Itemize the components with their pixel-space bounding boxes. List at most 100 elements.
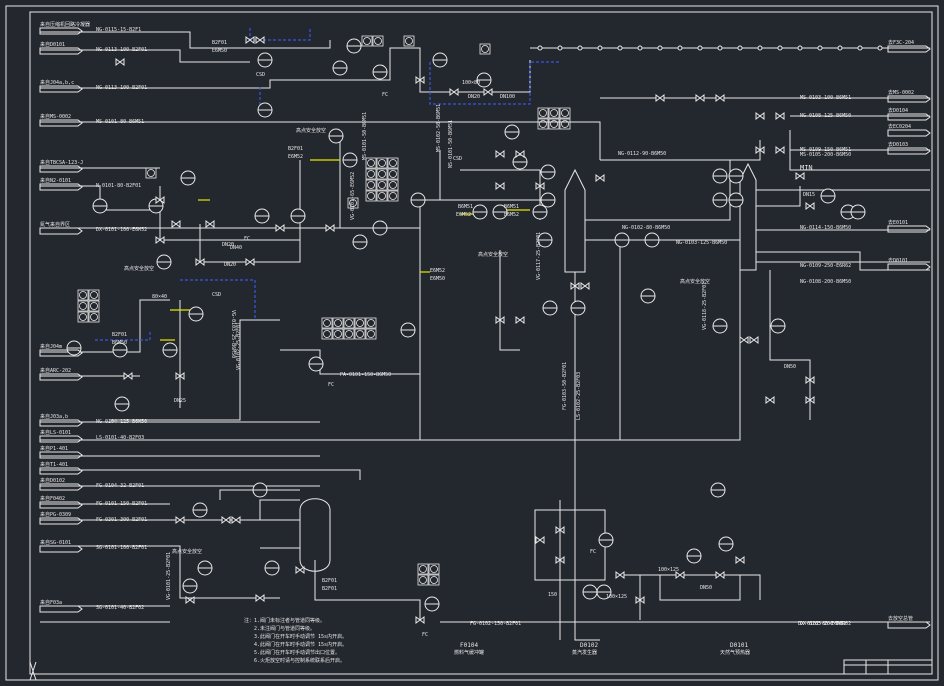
instrument-bubble (156, 254, 172, 270)
valve (535, 536, 545, 544)
control-panel (403, 35, 415, 47)
equipment-tag: D0101 (730, 642, 748, 649)
spec-break: B2F01 (212, 40, 227, 46)
control-panel (321, 317, 377, 340)
control-panel (479, 43, 491, 55)
connector-source: 来自压缩机回路冷凝器 (40, 21, 90, 28)
size-label: 150 (548, 592, 557, 598)
connector-source: 来自P1-401 (40, 445, 68, 452)
instrument-bubble (712, 318, 728, 334)
instrument-bubble (352, 234, 368, 250)
connector-source: 来自LS-0101 (40, 429, 71, 436)
size-label: DN50 (700, 585, 712, 591)
high-point-vents: 高点安全放空 高点安全放空 高点安全放空 高点安全放空 高点安全放空 (124, 127, 710, 555)
min-label: MIN (800, 164, 813, 172)
connector-source: 来自PG-0309 (40, 511, 71, 518)
instrument-bubble (162, 342, 178, 358)
instrument-bubble (820, 188, 836, 204)
connector-source: 来自J04m (40, 343, 62, 350)
valve (675, 571, 685, 579)
header-node (757, 45, 763, 51)
valve (795, 172, 805, 180)
line-label: FG-0103-50-B2F01 (562, 362, 568, 410)
instrument-bubble (540, 164, 556, 180)
vent-note: 高点安全放空 (680, 278, 710, 285)
instrument-bubble (570, 300, 586, 316)
line-number: FG-0101-150-B2F01 (96, 501, 147, 507)
instrument-bubble (476, 72, 492, 88)
line-number: FG-0301-300-B2F01 (96, 517, 147, 523)
line-label: NG-0102-80-B6M50 (622, 225, 670, 231)
connector-source: 来自J04a,b,c (40, 79, 74, 86)
instrument-bubble (492, 204, 508, 220)
valve (155, 196, 165, 204)
valve (415, 616, 425, 624)
instrument-bubble (264, 560, 280, 576)
line-labels: NG-0112-90-B6M50 NG-0102-80-B6M50 NG-010… (166, 104, 851, 627)
header-node (557, 45, 563, 51)
instrument-bubble (332, 60, 348, 76)
header-node (637, 45, 643, 51)
header-node (837, 45, 843, 51)
equipment-tag: D0102 (580, 642, 598, 649)
valve (805, 202, 815, 210)
valve (805, 396, 815, 404)
line-number: MS-0109-150-B6M51 (800, 147, 851, 153)
instrument-bubble (254, 208, 270, 224)
instrument-bubbles (66, 38, 866, 612)
valve (765, 396, 775, 404)
connector-source: 来自MS-0002 (40, 113, 71, 120)
connector-target: 去D0101 (888, 257, 908, 264)
connector-source: 来自ARC-202 (40, 367, 71, 374)
line-label: VG-0103-25-B6M50 (230, 310, 236, 358)
valves (115, 36, 815, 624)
connector-target: 去F3C-204 (888, 39, 914, 46)
instrument-bubble (537, 232, 553, 248)
connector-target: 去EC0204 (888, 123, 911, 130)
connector-source: 来自J03a,b (40, 413, 68, 420)
connector-source: 来自T1-401 (40, 461, 68, 468)
line-label: MS-0102-50-B6M51 (436, 104, 442, 152)
size-label: DN25 (174, 398, 186, 404)
connector-source: 氮气来自界区 (40, 221, 70, 228)
header-node (817, 45, 823, 51)
instrument-bubble (540, 192, 556, 208)
line-number: NG-0104-125-B6M50 (96, 419, 147, 425)
valve (655, 94, 665, 102)
size-labels: DN20 DN40 DN20 DN25 DN15 DN50 DN50 DN100… (152, 80, 815, 600)
valve (255, 36, 265, 44)
line-number: N-0101-80-B2F01 (96, 183, 141, 189)
offpage-connector-right: 去EC0204 (887, 123, 931, 137)
spec-break: B2F01 (288, 146, 303, 152)
valve (115, 58, 125, 66)
fc-label: FC (422, 632, 428, 638)
instrument-bubble (640, 288, 656, 304)
line-number: NG-0113-100-B2F01 (96, 85, 147, 91)
valve (415, 76, 425, 84)
spec-break: E6M50 (212, 48, 227, 54)
header-node (577, 45, 583, 51)
instrument-bubble (718, 536, 734, 552)
instrument-bubble (710, 482, 726, 498)
instrument-bubble (372, 220, 388, 236)
line-number: SG-0101-100-B2F01 (96, 545, 147, 551)
signal-lines (95, 28, 560, 341)
vent-note: 高点安全放空 (172, 548, 202, 555)
spec-break: E6M50 (430, 276, 445, 282)
header-node (877, 45, 883, 51)
valve (580, 282, 590, 290)
size-label: DN20 (224, 262, 236, 268)
instrument-bubble (432, 52, 448, 68)
note-line: 注：1.阀门未标注者与管道同等级。 (244, 617, 325, 624)
valve (615, 571, 625, 579)
valve (595, 174, 605, 182)
valve (155, 236, 165, 244)
offpage-right-connectors: 去F3C-204去MS-0002MS-0103-100-B6M51去D0104N… (800, 39, 931, 629)
